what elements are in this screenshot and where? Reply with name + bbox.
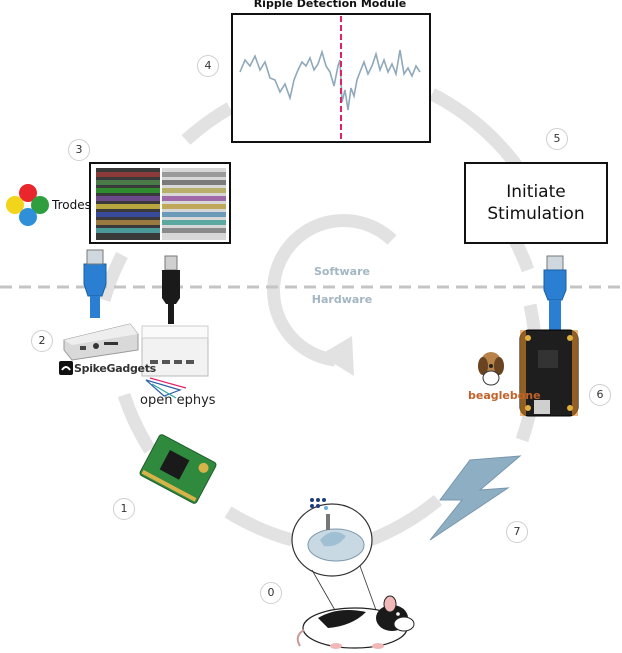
cycle-ring-bottom-right (367, 494, 443, 547)
cycle-ring-lower-left (117, 392, 156, 454)
stimulation-line-2: Stimulation (487, 204, 585, 224)
trodes-logo (6, 184, 49, 226)
openephys-logo-text: open ephys (140, 393, 216, 408)
hardware-layer-label: Hardware (311, 293, 373, 306)
ethernet-cable-left (83, 249, 107, 318)
initiate-stimulation-box: Initiate Stimulation (464, 162, 608, 244)
ripple-trace (239, 49, 421, 111)
spikegadgets-device (63, 323, 139, 361)
beagle-dog-logo (478, 352, 504, 386)
inner-cycle-arrowhead (320, 336, 354, 376)
step-6-badge: 6 (589, 384, 611, 406)
cycle-ring-top-right (428, 88, 526, 174)
cycle-ring-left (97, 252, 128, 302)
cycle-ring-bottom-left (224, 506, 294, 547)
step-2-badge: 2 (31, 330, 53, 352)
beaglebone-logo-text: beaglebone (468, 389, 541, 402)
beaglebone-board (519, 329, 579, 417)
rat-illustration (296, 595, 415, 649)
spikegadgets-logo-text: SpikeGadgets (74, 362, 156, 375)
brain-magnifier (291, 498, 377, 613)
openephys-device (141, 325, 209, 377)
trodes-label: Trodes (52, 198, 91, 212)
module-title: Ripple Detection Module (253, 0, 407, 10)
headstage-chip (139, 434, 217, 504)
step-7-badge: 7 (506, 521, 528, 543)
stimulation-line-1: Initiate (506, 182, 566, 202)
step-0-badge: 0 (260, 582, 282, 604)
ethernet-cable-right (543, 255, 567, 330)
inner-cycle-arrow (267, 214, 397, 367)
openephys-logo-glyph (145, 377, 187, 399)
trodes-channels (96, 172, 226, 233)
step-4-badge: 4 (197, 55, 219, 77)
usb-cable (162, 255, 180, 324)
step-1-badge: 1 (113, 498, 135, 520)
lightning-bolt (429, 455, 522, 541)
step-3-badge: 3 (68, 139, 90, 161)
spikegadgets-logo-glyph (59, 361, 73, 375)
software-layer-label: Software (314, 265, 370, 278)
step-5-badge: 5 (546, 128, 568, 150)
cycle-ring-top (181, 102, 234, 145)
